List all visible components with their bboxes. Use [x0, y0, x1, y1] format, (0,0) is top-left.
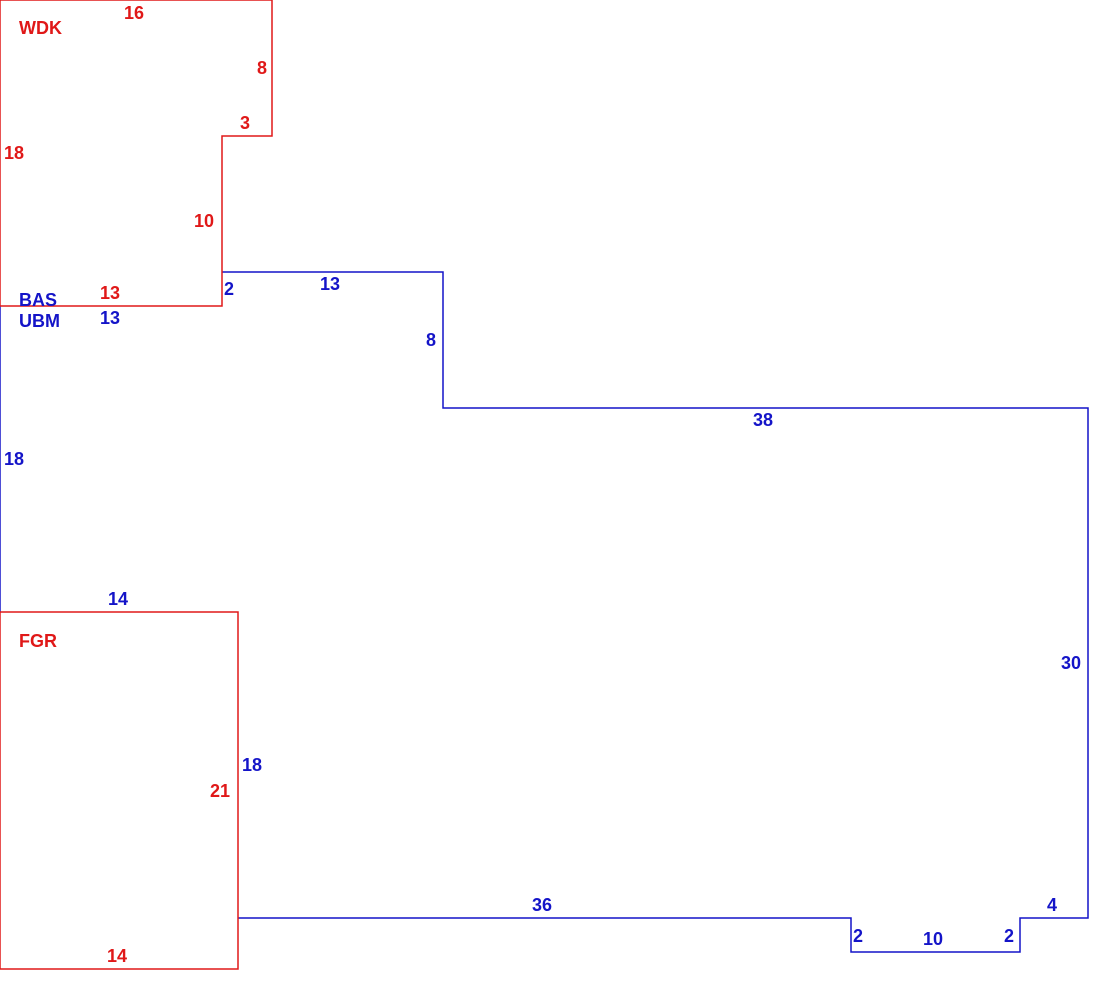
dim-wdk-bottom: 13 — [100, 283, 120, 303]
dim-bas-left: 18 — [4, 449, 24, 469]
fgr-area-label: FGR — [19, 631, 57, 651]
dim-fgr-bottom: 14 — [107, 946, 127, 966]
bas-area-label: BAS — [19, 290, 57, 310]
dim-bas-right-upper: 8 — [426, 330, 436, 350]
dim-bas-right-long: 30 — [1061, 653, 1081, 673]
fgr-outline — [0, 611, 239, 970]
dim-bas-top-upper: 13 — [320, 274, 340, 294]
dim-wdk-top: 16 — [124, 3, 144, 23]
wdk-area-label: WDK — [19, 18, 62, 38]
dim-bas-step-small: 2 — [224, 279, 234, 299]
dim-bas-top-long: 38 — [753, 410, 773, 430]
dim-wdk-left: 18 — [4, 143, 24, 163]
dim-bas-top-left: 13 — [100, 308, 120, 328]
dim-fgr-side: 21 — [210, 781, 230, 801]
dim-bas-bottom-long: 36 — [532, 895, 552, 915]
bas-outline — [0, 271, 1089, 953]
dim-bas-bottom-right: 4 — [1047, 895, 1057, 915]
dim-wdk-right-lower: 10 — [194, 211, 214, 231]
dim-bas-fgr-side: 18 — [242, 755, 262, 775]
dim-bas-notch-left: 2 — [853, 926, 863, 946]
wdk-outline — [0, 0, 273, 307]
ubm-area-label: UBM — [19, 311, 60, 331]
dim-bas-notch-right: 2 — [1004, 926, 1014, 946]
dim-wdk-right-upper: 8 — [257, 58, 267, 78]
dim-bas-notch-bottom: 10 — [923, 929, 943, 949]
dim-wdk-step: 3 — [240, 113, 250, 133]
dim-bas-fgr-top: 14 — [108, 589, 128, 609]
